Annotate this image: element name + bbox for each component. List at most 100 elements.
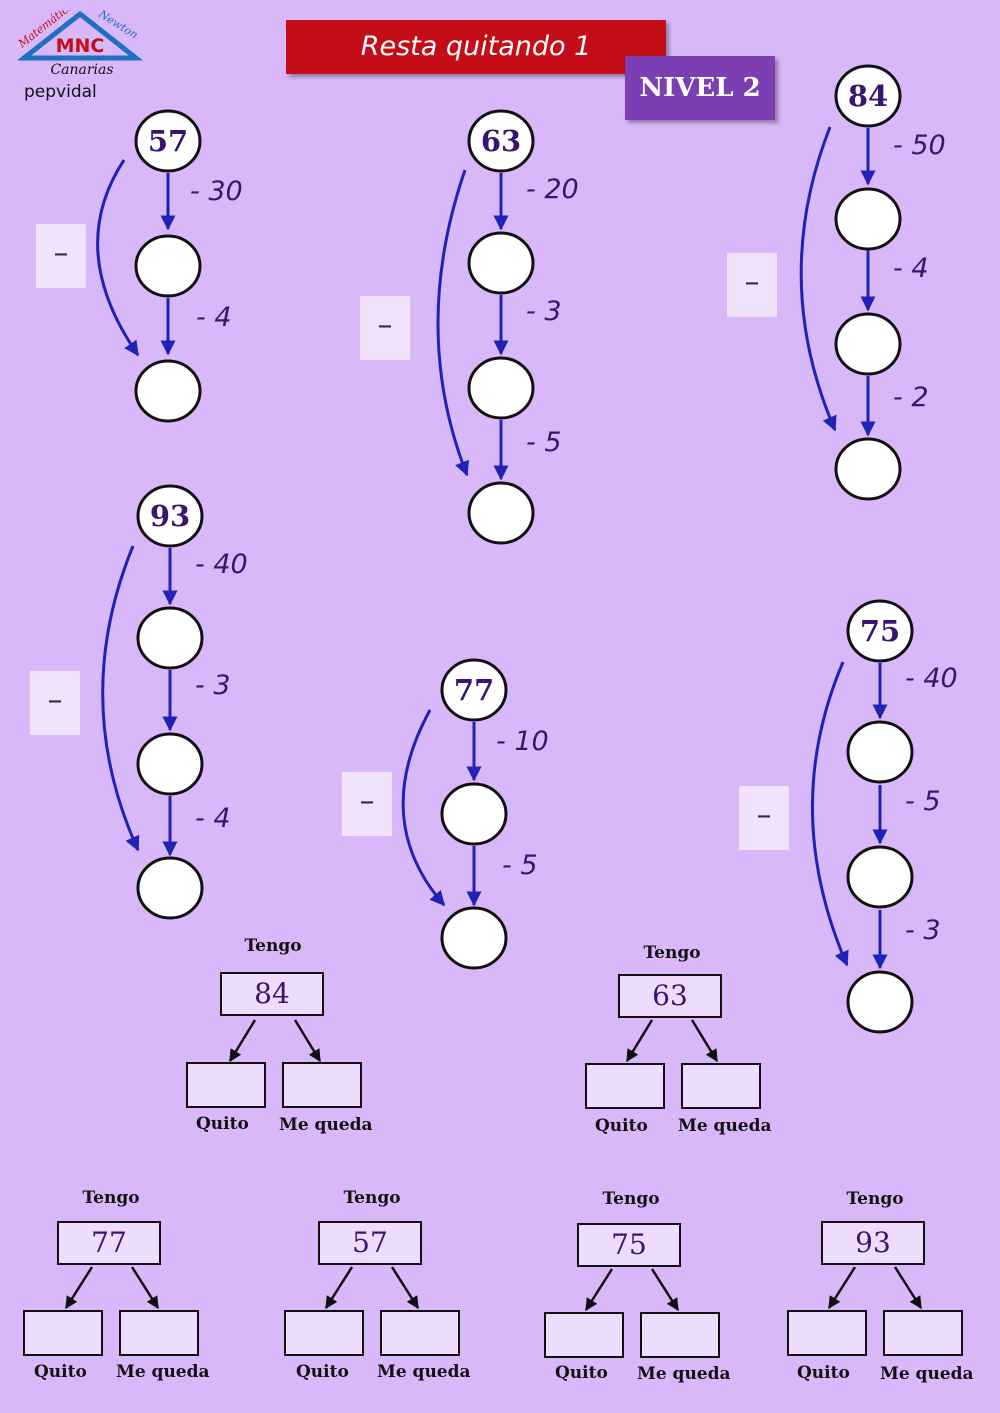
- quito-answer-box[interactable]: [284, 1310, 364, 1356]
- start-number: 77: [453, 673, 495, 707]
- answer-circle[interactable]: [846, 720, 914, 784]
- me-queda-answer-box[interactable]: [119, 1310, 199, 1356]
- step-label: - 10: [496, 726, 549, 757]
- quito-answer-box[interactable]: [186, 1062, 266, 1108]
- total-arrow: [811, 661, 849, 967]
- start-number: 57: [147, 124, 189, 158]
- answer-circle[interactable]: [134, 359, 202, 423]
- start-circle: [134, 109, 202, 173]
- step-label: - 5: [905, 786, 941, 817]
- tengo-label: Tengo: [643, 943, 701, 963]
- quito-answer-box[interactable]: [585, 1063, 665, 1109]
- quito-label: Quito: [797, 1363, 850, 1383]
- quito-answer-box[interactable]: [787, 1310, 867, 1356]
- me-queda-label: Me queda: [637, 1364, 731, 1384]
- tengo-value: 63: [618, 974, 722, 1018]
- start-circle: [846, 599, 914, 663]
- me-queda-label: Me queda: [678, 1116, 772, 1136]
- quito-label: Quito: [34, 1362, 87, 1382]
- chain-75: [811, 599, 914, 1034]
- me-queda-label: Me queda: [279, 1115, 373, 1135]
- answer-circle[interactable]: [136, 856, 204, 920]
- worksheet-title: Resta quitando 1: [286, 20, 666, 74]
- minus-sign-box: –: [342, 772, 392, 836]
- step-label: - 20: [526, 174, 579, 205]
- answer-circle[interactable]: [834, 187, 902, 251]
- start-number: 75: [859, 614, 901, 648]
- tengo-value: 57: [318, 1221, 422, 1265]
- start-circle: [136, 484, 204, 548]
- minus-sign-box: –: [36, 224, 86, 288]
- tengo-value: 93: [821, 1221, 925, 1265]
- answer-circle[interactable]: [136, 732, 204, 796]
- quito-label: Quito: [296, 1362, 349, 1382]
- tengo-label: Tengo: [82, 1188, 140, 1208]
- step-label: - 30: [190, 176, 243, 207]
- quito-label: Quito: [555, 1363, 608, 1383]
- start-number: 84: [847, 79, 889, 113]
- tengo-value: 84: [220, 972, 324, 1016]
- chain-77: [401, 658, 508, 970]
- credit-text: pepvidal: [24, 82, 97, 102]
- step-label: - 5: [502, 850, 538, 881]
- answer-circle[interactable]: [136, 606, 204, 670]
- me-queda-label: Me queda: [116, 1362, 210, 1382]
- total-arrow: [401, 709, 446, 907]
- step-label: - 4: [893, 253, 929, 284]
- chain-57: [96, 109, 202, 423]
- quito-label: Quito: [595, 1116, 648, 1136]
- tengo-label: Tengo: [602, 1189, 660, 1209]
- start-circle: [834, 64, 902, 128]
- me-queda-label: Me queda: [377, 1362, 471, 1382]
- quito-label: Quito: [196, 1114, 249, 1134]
- quito-answer-box[interactable]: [544, 1312, 624, 1358]
- logo-letters: MNC: [56, 35, 105, 57]
- chain-93: [101, 484, 204, 920]
- tengo-arrows: [64, 1019, 923, 1312]
- answer-circle[interactable]: [440, 906, 508, 970]
- step-label: - 50: [893, 130, 946, 161]
- level-badge: NIVEL 2: [625, 56, 775, 120]
- minus-sign-box: –: [360, 296, 410, 360]
- quito-answer-box[interactable]: [23, 1310, 103, 1356]
- mnc-logo: MNC Matemáticas Newton Canarias: [15, 0, 144, 80]
- minus-sign-box: –: [739, 786, 789, 850]
- me-queda-answer-box[interactable]: [640, 1312, 720, 1358]
- answer-circle[interactable]: [440, 782, 508, 846]
- total-arrow: [96, 159, 140, 357]
- step-label: - 4: [196, 302, 232, 333]
- answer-circle[interactable]: [846, 845, 914, 909]
- me-queda-answer-box[interactable]: [681, 1063, 761, 1109]
- answer-circle[interactable]: [467, 231, 535, 295]
- chain-63: [436, 109, 535, 545]
- answer-circle[interactable]: [467, 356, 535, 420]
- tengo-label: Tengo: [846, 1189, 904, 1209]
- answer-circle[interactable]: [846, 970, 914, 1034]
- minus-sign-box: –: [30, 671, 80, 735]
- me-queda-answer-box[interactable]: [883, 1310, 963, 1356]
- me-queda-answer-box[interactable]: [380, 1310, 460, 1356]
- tengo-label: Tengo: [343, 1188, 401, 1208]
- total-arrow: [101, 545, 140, 852]
- step-label: - 40: [905, 663, 958, 694]
- answer-circle[interactable]: [134, 234, 202, 298]
- start-circle: [440, 658, 508, 722]
- step-label: - 5: [526, 427, 562, 458]
- start-number: 93: [149, 499, 191, 533]
- answer-circle[interactable]: [834, 312, 902, 376]
- step-label: - 3: [526, 296, 562, 327]
- answer-circle[interactable]: [467, 481, 535, 545]
- step-label: - 3: [905, 915, 941, 946]
- logo-region: Canarias: [50, 62, 113, 78]
- me-queda-label: Me queda: [880, 1364, 974, 1384]
- me-queda-answer-box[interactable]: [282, 1062, 362, 1108]
- chain-84: [799, 64, 902, 501]
- answer-circle[interactable]: [834, 437, 902, 501]
- tengo-label: Tengo: [244, 936, 302, 956]
- minus-sign-box: –: [727, 253, 777, 317]
- start-number: 63: [480, 124, 522, 158]
- step-label: - 4: [195, 803, 231, 834]
